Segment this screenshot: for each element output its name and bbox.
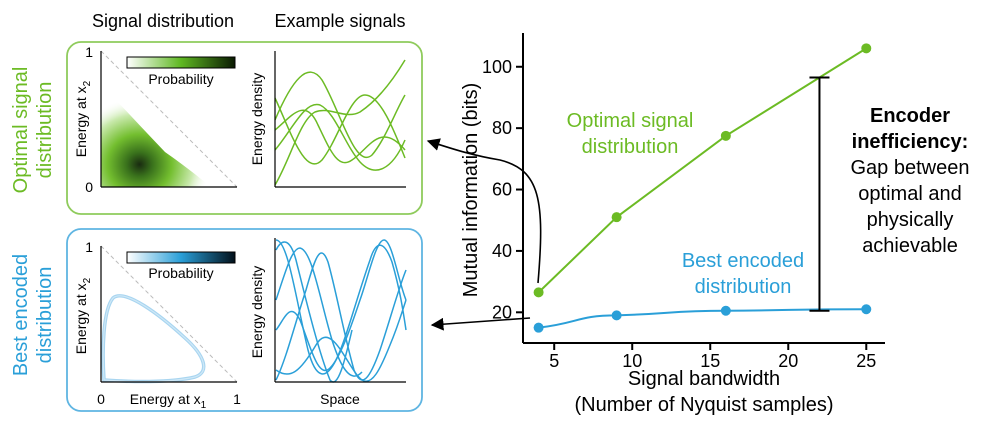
annotation-title-1: Encoder: [870, 105, 950, 127]
optimal-signal-5: [274, 109, 406, 164]
x-tick-label: 5: [549, 351, 559, 371]
chart-xlabel-line1: Signal bandwidth: [628, 368, 780, 390]
optimal-colorbar: [126, 56, 236, 69]
point-optimal: [611, 212, 622, 223]
connector-encoded-arrow: [430, 317, 531, 331]
encoded-ex-ylabel: Energy density: [249, 266, 265, 359]
encoded-dist-ring-core: [102, 295, 205, 383]
row-label-optimal-line1: Optimal signal: [10, 67, 32, 194]
encoded-dist-xlabel: Energy at x1: [130, 391, 207, 411]
encoded-dist-ylabel-main: Energy at x: [73, 283, 89, 354]
point-optimal: [533, 287, 544, 298]
point-encoded: [720, 305, 731, 316]
row-label-optimal: Optimal signal distribution: [10, 67, 56, 194]
annotation-body-4: achievable: [862, 235, 958, 257]
optimal-panel-frame: [66, 41, 423, 215]
encoded-signal-2: [275, 239, 407, 375]
annotation-body-1: Gap between: [851, 157, 970, 179]
encoded-panel-frame: [66, 228, 423, 412]
optimal-tick-y-bottom: 0: [85, 179, 93, 195]
col-title-examples: Example signals: [274, 11, 405, 31]
row-label-encoded-line1: Best encoded: [10, 254, 32, 376]
chart-axes: 5 10 15 20 25 20 40 60 80 100: [482, 33, 885, 371]
encoded-signal-4: [275, 252, 407, 381]
point-optimal: [720, 130, 731, 141]
optimal-ex-ylabel: Energy density: [249, 73, 265, 166]
optimal-dist-ylabel: Energy at x2: [73, 80, 93, 157]
optimal-distribution-plot: 1 0 Energy at x2 Probability: [73, 44, 238, 195]
annotation-body-3: physically: [867, 209, 954, 231]
optimal-dist-ylabel-sub: 2: [82, 80, 93, 86]
series-line-encoded: [538, 308, 867, 329]
y-tick-label: 100: [482, 57, 512, 77]
encoded-tick-x-right: 1: [233, 391, 241, 407]
optimal-signal-curves: [274, 59, 406, 186]
optimal-tick-y-top: 1: [85, 44, 93, 60]
row-label-encoded-line2: distribution: [34, 267, 56, 364]
optimal-dist-density: [101, 84, 211, 187]
point-encoded: [611, 310, 622, 321]
annotation-title-2: inefficiency:: [852, 131, 969, 153]
point-encoded: [861, 304, 872, 315]
encoded-dist-ring: [101, 294, 206, 384]
encoded-example-signals: Energy density Space: [249, 238, 407, 407]
optimal-signal-1: [274, 71, 406, 159]
row-label-encoded: Best encoded distribution: [10, 254, 56, 376]
series-label-encoded-line2: distribution: [695, 276, 792, 298]
optimal-dist-ylabel-main: Energy at x: [73, 86, 89, 157]
chart-xlabel-line2: (Number of Nyquist samples): [575, 394, 834, 416]
x-tick-label: 20: [778, 351, 798, 371]
y-tick-label: 20: [492, 302, 512, 322]
series-label-encoded-line1: Best encoded: [682, 250, 804, 272]
series-label-optimal-line1: Optimal signal: [567, 110, 694, 132]
chart-series: [533, 43, 872, 333]
optimal-signal-4: [274, 59, 406, 186]
point-encoded: [533, 322, 544, 333]
series-line-optimal: [537, 47, 867, 294]
y-tick-label: 40: [492, 241, 512, 261]
col-title-distribution: Signal distribution: [92, 11, 234, 31]
main-chart: 5 10 15 20 25 20 40 60 80 100 Signal bandwidth (N…: [460, 33, 969, 416]
x-tick-label: 25: [856, 351, 876, 371]
encoded-signal-curves: [275, 239, 407, 383]
encoded-signal-3: [275, 239, 407, 372]
chart-ylabel: Mutual information (bits): [460, 83, 482, 298]
encoded-dist-xlabel-main: Energy at x: [130, 391, 201, 407]
x-tick-label: 15: [700, 351, 720, 371]
point-optimal: [861, 43, 872, 54]
encoded-signal-6: [275, 247, 363, 377]
optimal-example-signals: Energy density: [249, 51, 406, 188]
encoded-tick-origin: 0: [97, 391, 105, 407]
row-label-optimal-line2: distribution: [34, 82, 56, 179]
encoded-dist-ylabel-sub: 2: [82, 277, 93, 283]
x-tick-label: 10: [622, 351, 642, 371]
encoded-signal-1: [275, 241, 353, 383]
series-label-optimal-line2: distribution: [582, 136, 679, 158]
y-tick-label: 60: [492, 180, 512, 200]
encoded-signal-5: [275, 299, 407, 382]
encoded-dist-xlabel-sub: 1: [201, 400, 207, 411]
encoded-tick-y-top: 1: [85, 239, 93, 255]
encoded-ex-xlabel: Space: [320, 391, 360, 407]
encoded-colorbar-label: Probability: [148, 265, 213, 281]
annotation-body-2: optimal and: [858, 183, 961, 205]
encoded-dist-ylabel: Energy at x2: [73, 277, 93, 354]
y-tick-label: 80: [492, 118, 512, 138]
encoded-colorbar: [126, 251, 236, 264]
encoded-distribution-plot: 1 0 1 Energy at x2 Energy at x1 Probabil…: [73, 239, 241, 411]
optimal-signal-3: [274, 103, 406, 171]
annotation-encoder-inefficiency: Encoder inefficiency: Gap between optima…: [851, 105, 970, 257]
optimal-colorbar-label: Probability: [148, 71, 213, 87]
optimal-signal-2: [274, 94, 406, 165]
connector-optimal-arrow: [426, 138, 542, 284]
